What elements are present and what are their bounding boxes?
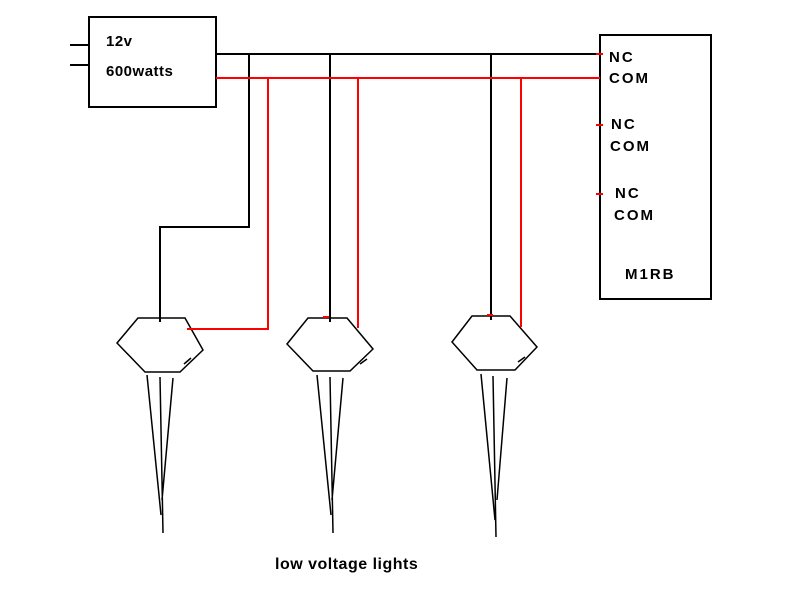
ground-spike-icon bbox=[146, 374, 174, 534]
light-head-mark bbox=[517, 356, 526, 363]
light-head-icon bbox=[451, 315, 539, 371]
transformer-wattage-label: 600watts bbox=[106, 63, 174, 80]
light-head-icon bbox=[115, 317, 204, 373]
red-wires bbox=[187, 53, 603, 330]
ground-spike-icon bbox=[316, 374, 344, 534]
transformer-box bbox=[88, 16, 217, 108]
relay-terminal-nc-2: NC bbox=[611, 116, 637, 133]
light-fixture-3 bbox=[451, 315, 539, 538]
relay-terminal-nc-3: NC bbox=[615, 185, 641, 202]
light-fixtures bbox=[115, 315, 539, 538]
diagram-caption: low voltage lights bbox=[275, 556, 419, 573]
transformer-voltage-label: 12v bbox=[106, 33, 133, 50]
red-drop-wire-light-1 bbox=[187, 78, 269, 330]
black-drop-wire-light-1 bbox=[159, 54, 250, 322]
relay-terminal-com-1: COM bbox=[609, 70, 650, 87]
ground-spike-icon bbox=[480, 373, 508, 538]
relay-terminal-com-3: COM bbox=[614, 207, 655, 224]
light-head-mark bbox=[359, 358, 368, 365]
black-wires bbox=[70, 44, 596, 322]
light-fixture-1 bbox=[115, 317, 204, 534]
relay-terminal-nc-1: NC bbox=[609, 49, 635, 66]
relay-model-label: M1RB bbox=[625, 266, 676, 283]
relay-terminal-com-2: COM bbox=[610, 138, 651, 155]
light-head-mark bbox=[183, 357, 192, 365]
equipment-boxes bbox=[88, 16, 712, 300]
light-fixture-2 bbox=[286, 317, 375, 534]
relay-box bbox=[599, 34, 712, 300]
light-head-icon bbox=[286, 317, 375, 372]
